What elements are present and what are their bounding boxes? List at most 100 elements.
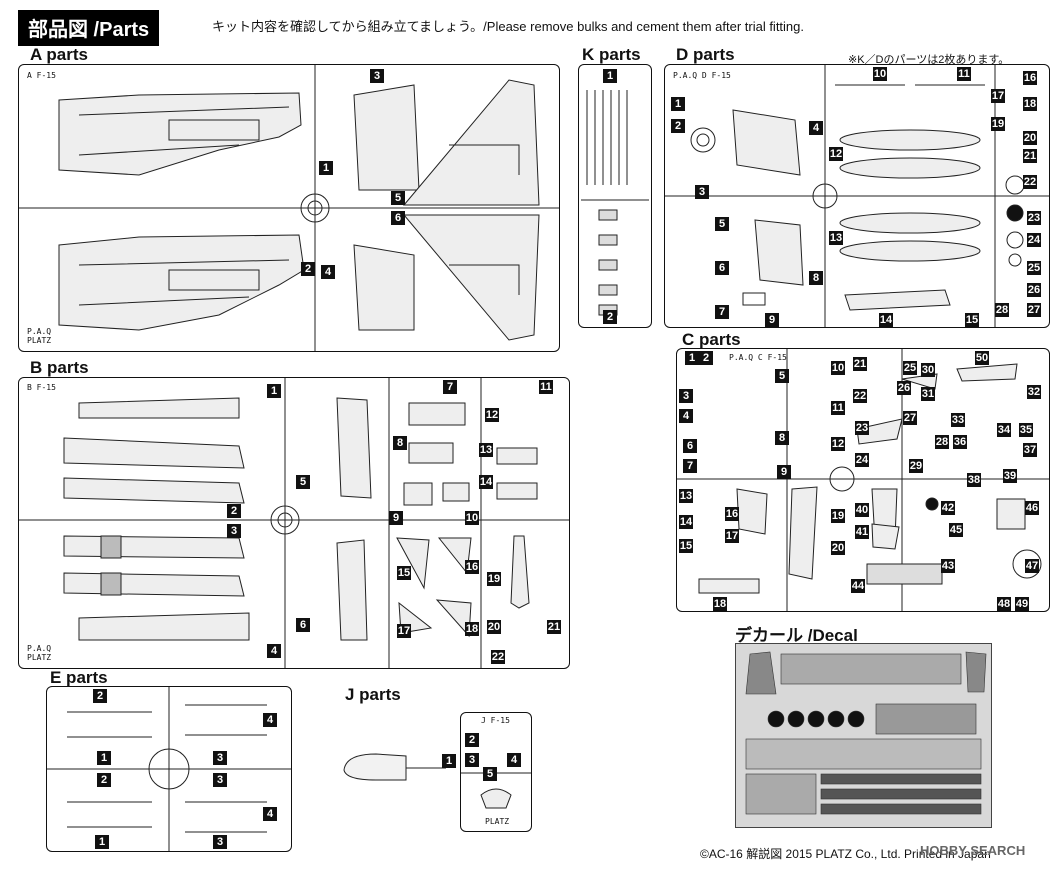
c-parts-sprue: P.A.Q C F-15 1 2 3 4 5 6 7 8 9 10 11 12 … bbox=[676, 348, 1050, 612]
b-part-8: 8 bbox=[393, 436, 407, 450]
c-part-26: 26 bbox=[897, 381, 911, 395]
b-part-1: 1 bbox=[267, 384, 281, 398]
j-brand-logo: PLATZ bbox=[485, 817, 510, 826]
c-part-15: 15 bbox=[679, 539, 693, 553]
b-part-10: 10 bbox=[465, 511, 479, 525]
b-part-15: 15 bbox=[397, 566, 411, 580]
c-part-1: 1 bbox=[685, 351, 699, 365]
c-part-13: 13 bbox=[679, 489, 693, 503]
d-parts-note: ※K／Dのパーツは2枚あります。 bbox=[848, 54, 1010, 66]
d-part-13: 13 bbox=[829, 231, 843, 245]
c-part-23: 23 bbox=[855, 421, 869, 435]
c-part-33: 33 bbox=[951, 413, 965, 427]
c-part-21: 21 bbox=[853, 357, 867, 371]
e-part-3-top: 3 bbox=[213, 751, 227, 765]
j-part-3: 3 bbox=[465, 753, 479, 767]
c-part-45: 45 bbox=[949, 523, 963, 537]
d-part-24: 24 bbox=[1027, 233, 1041, 247]
d-part-5: 5 bbox=[715, 217, 729, 231]
c-part-17: 17 bbox=[725, 529, 739, 543]
d-part-3: 3 bbox=[695, 185, 709, 199]
b-part-14: 14 bbox=[479, 475, 493, 489]
d-part-14: 14 bbox=[879, 313, 893, 327]
e-part-2-bottom: 2 bbox=[97, 773, 111, 787]
c-part-4: 4 bbox=[679, 409, 693, 423]
b-part-21: 21 bbox=[547, 620, 561, 634]
d-part-15: 15 bbox=[965, 313, 979, 327]
copyright-footer: ©AC-16 解説図 2015 PLATZ Co., Ltd. Printed … bbox=[700, 847, 991, 861]
c-part-42: 42 bbox=[941, 501, 955, 515]
b-part-13: 13 bbox=[479, 443, 493, 457]
d-part-2: 2 bbox=[671, 119, 685, 133]
d-part-16: 16 bbox=[1023, 71, 1037, 85]
e-parts-title: E parts bbox=[50, 668, 108, 687]
b-part-2: 2 bbox=[227, 504, 241, 518]
c-part-48: 48 bbox=[997, 597, 1011, 611]
a-parts-title: A parts bbox=[30, 45, 88, 64]
a-part-2: 2 bbox=[301, 262, 315, 276]
c-part-10: 10 bbox=[831, 361, 845, 375]
j-sprue-tag: J F-15 bbox=[481, 716, 510, 725]
b-part-6: 6 bbox=[296, 618, 310, 632]
c-part-16: 16 bbox=[725, 507, 739, 521]
d-parts-title: D parts bbox=[676, 45, 735, 64]
e-part-4-bottom: 4 bbox=[263, 807, 277, 821]
c-part-27: 27 bbox=[903, 411, 917, 425]
b-part-3: 3 bbox=[227, 524, 241, 538]
d-part-8: 8 bbox=[809, 271, 823, 285]
d-part-11: 11 bbox=[957, 67, 971, 81]
c-part-32: 32 bbox=[1027, 385, 1041, 399]
b-part-16: 16 bbox=[465, 560, 479, 574]
c-parts-drawing bbox=[677, 349, 1049, 611]
k-parts-title: K parts bbox=[582, 45, 641, 64]
c-part-31: 31 bbox=[921, 387, 935, 401]
c-part-46: 46 bbox=[1025, 501, 1039, 515]
j-part-1: 1 bbox=[442, 754, 456, 768]
d-part-22: 22 bbox=[1023, 175, 1037, 189]
d-part-6: 6 bbox=[715, 261, 729, 275]
c-part-6: 6 bbox=[683, 439, 697, 453]
d-part-23: 23 bbox=[1027, 211, 1041, 225]
d-part-26: 26 bbox=[1027, 283, 1041, 297]
c-part-12: 12 bbox=[831, 437, 845, 451]
b-part-17: 17 bbox=[397, 624, 411, 638]
j-part-5: 5 bbox=[483, 767, 497, 781]
d-part-1: 1 bbox=[671, 97, 685, 111]
c-part-44: 44 bbox=[851, 579, 865, 593]
a-part-4: 4 bbox=[321, 265, 335, 279]
c-part-25: 25 bbox=[903, 361, 917, 375]
j-parts-sprue: J F-15 2 3 4 5 PLATZ bbox=[460, 712, 532, 832]
j-part-4: 4 bbox=[507, 753, 521, 767]
decal-sheet bbox=[735, 643, 992, 828]
c-part-30: 30 bbox=[921, 363, 935, 377]
j-parts-drawing bbox=[461, 772, 531, 809]
b-parts-title: B parts bbox=[30, 358, 89, 377]
d-part-25: 25 bbox=[1027, 261, 1041, 275]
b-part-20: 20 bbox=[487, 620, 501, 634]
d-part-12: 12 bbox=[829, 147, 843, 161]
d-part-4: 4 bbox=[809, 121, 823, 135]
b-sprue-tag: B F-15 bbox=[27, 383, 56, 392]
c-part-35: 35 bbox=[1019, 423, 1033, 437]
d-part-17: 17 bbox=[991, 89, 1005, 103]
c-parts-title: C parts bbox=[682, 330, 741, 349]
c-part-7: 7 bbox=[683, 459, 697, 473]
c-part-40: 40 bbox=[855, 503, 869, 517]
e-part-1-top: 1 bbox=[97, 751, 111, 765]
decal-sheet-drawing bbox=[745, 651, 987, 815]
b-part-22: 22 bbox=[491, 650, 505, 664]
e-parts-drawing bbox=[47, 687, 291, 851]
d-part-10: 10 bbox=[873, 67, 887, 81]
watermark: HOBBY SEARCH bbox=[920, 843, 1026, 858]
c-part-50: 50 bbox=[975, 351, 989, 365]
c-part-28: 28 bbox=[935, 435, 949, 449]
c-part-41: 41 bbox=[855, 525, 869, 539]
a-part-1: 1 bbox=[319, 161, 333, 175]
b-part-7: 7 bbox=[443, 380, 457, 394]
a-part-5: 5 bbox=[391, 191, 405, 205]
c-part-14: 14 bbox=[679, 515, 693, 529]
d-part-21: 21 bbox=[1023, 149, 1037, 163]
e-part-3-bottom: 3 bbox=[213, 835, 227, 849]
